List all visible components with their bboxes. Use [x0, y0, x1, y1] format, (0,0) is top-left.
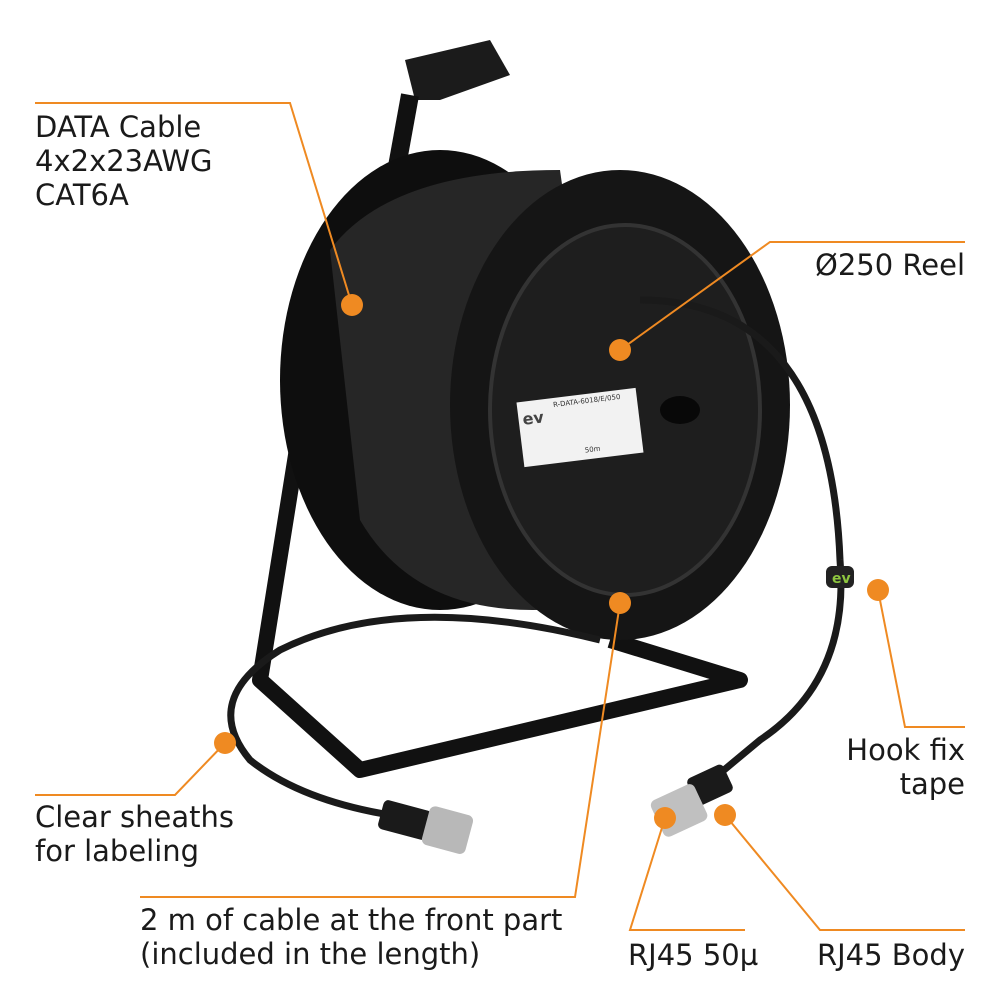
callout-rj45-body: RJ45 Body	[816, 938, 965, 972]
svg-text:ev: ev	[832, 571, 851, 587]
callout-data-cable: DATA Cable 4x2x23AWG CAT6A	[35, 110, 213, 212]
brand-logo: ev	[521, 407, 545, 429]
callout-dots	[214, 294, 889, 829]
callout-lines	[35, 102, 965, 931]
callout-text: CAT6A	[35, 178, 129, 212]
handle	[405, 40, 510, 100]
tail-cable	[227, 613, 601, 819]
callout-reel: Ø250 Reel	[815, 248, 965, 282]
callout-text: (included in the length)	[140, 937, 481, 971]
front-cable	[639, 296, 845, 793]
callout-text: Hook fix	[846, 733, 965, 767]
callout-text: for labeling	[35, 834, 200, 868]
callout-sheaths: Clear sheaths for labeling	[35, 800, 234, 868]
connector-left	[421, 806, 474, 854]
callout-hook: Hook fix tape	[846, 733, 965, 801]
stand-frame	[252, 428, 748, 778]
callout-text: DATA Cable	[35, 110, 202, 144]
callout-text: 4x2x23AWG	[35, 144, 213, 178]
callout-front-cable: 2 m of cable at the front part (included…	[140, 903, 562, 971]
callout-text: Clear sheaths	[35, 800, 235, 834]
product-length: 50m	[584, 444, 601, 455]
callout-text: tape	[899, 767, 965, 801]
callout-text: 2 m of cable at the front part	[140, 903, 563, 937]
callout-rj45-50: RJ45 50µ	[628, 938, 759, 972]
